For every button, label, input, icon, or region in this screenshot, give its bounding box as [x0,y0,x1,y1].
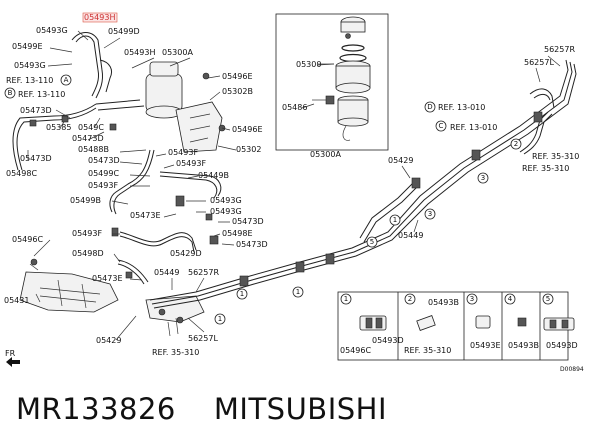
callout-05302: 05302 [236,145,261,154]
callout-05429: 05429 [96,336,121,345]
inset-marker-1: 1 [344,295,348,303]
callout-05473D: 05473D [20,106,52,115]
callout-56257L-b: 56257L [524,58,554,67]
callout-05300A: 05300A [162,48,193,57]
callout-05473D-e: 05473D [232,217,264,226]
inset-marker-5: 5 [546,295,550,303]
callout-05493F: 05493F [168,148,198,157]
callout-05488B: 05488B [78,145,109,154]
drawing-code: D00894 [560,366,584,373]
circled-markers: A B D C 2 3 3 1 5 1 1 1 1 2 3 4 5 [4,74,554,325]
callout-05473D-c: 05473D [20,154,52,163]
inset-marker-4: 4 [508,295,513,303]
filter-hose-cluster [12,32,226,285]
callout-05473E: 05473E [130,211,161,220]
callout-05449: 05449 [154,268,179,277]
callout-56257R: 56257R [188,268,219,277]
callout-05300A-b: 05300A [310,150,341,159]
fr-arrow-icon [6,357,20,367]
lower-connector-assembly [145,295,205,337]
callout-05473D-b: 05473D [72,134,104,143]
callout-05499C: 05499C [88,169,119,178]
callout-05499B: 05499B [70,196,101,205]
inset-marker-2: 2 [408,295,412,303]
callout-05486: 05486 [282,103,307,112]
callout-05493D: 05493D [372,336,404,345]
ref-13-110-a: REF. 13-110 [6,76,53,85]
filter-exploded-view [275,13,389,151]
marker-3-right: 3 [481,174,485,182]
front-direction-indicator: FR [5,349,20,367]
callout-05496E-b: 05496E [232,125,263,134]
callout-05496C: 05496C [12,235,43,244]
callout-05493H: 05493H [124,48,155,57]
ref-13-010-d: REF. 13-010 [438,103,485,112]
marker-B: B [8,89,13,97]
callout-05499E: 05499E [12,42,43,51]
inset-marker-3: 3 [470,295,474,303]
part-number: MR133826 [16,392,176,426]
callout-56257L: 56257L [188,334,218,343]
ref-35-310-c: REF. 35-310 [152,348,199,357]
marker-C: C [439,122,444,130]
marker-D: D [427,103,432,111]
callout-05498C: 05498C [6,169,37,178]
callout-56257R-b: 56257R [544,45,575,54]
callout-05498E: 05498E [222,229,253,238]
ref-35-310-a: REF. 35-310 [532,152,579,161]
main-fuel-lines [149,59,577,309]
callout-05496E: 05496E [222,72,253,81]
fr-label: FR [5,349,16,358]
callout-05473D-d: 05473D [88,156,120,165]
callout-05449B: 05449B [198,171,229,180]
reference-labels: REF. 13-110 REF. 13-110 REF. 13-010 REF.… [6,76,579,357]
callout-05473D-f: 05473D [236,240,268,249]
callout-05493G-c: 05493G [210,196,242,205]
callout-05493F-c: 05493F [88,181,118,190]
callout-05493G: 05493G [36,26,68,35]
marker-1-lower-b: 1 [240,290,244,298]
marker-1-mid: 1 [393,216,397,224]
callout-05302B: 05302B [222,87,253,96]
highlighted-callout-box [82,12,118,23]
bracket-05431 [19,258,119,313]
callout-05449-b: 05449 [398,231,423,240]
part-caption: MR133826 MITSUBISHI [16,392,425,426]
callout-05473E-b: 05473E [92,274,123,283]
callout-05431: 05431 [4,296,29,305]
callout-05496C-c: 05496C [340,346,371,355]
brand-name: MITSUBISHI [213,392,388,426]
callout-05498D: 05498D [72,249,104,258]
marker-2-right: 2 [514,140,518,148]
callout-05300: 05300 [296,60,321,69]
callout-05493F-d: 05493F [72,229,102,238]
ref-13-010-c: REF. 13-010 [450,123,497,132]
filter-bracket [175,101,223,153]
callout-05493F-b: 05493F [176,159,206,168]
callout-05493B-b: 05493B [508,341,539,350]
leader-lines [27,30,561,341]
marker-5-mid: 5 [370,238,374,246]
callout-05493G-d: 05493G [210,207,242,216]
callout-05493E: 05493E [470,341,501,350]
marker-3-mid: 3 [428,210,432,218]
callout-05493G-b: 05493G [14,61,46,70]
marker-1-lower: 1 [296,288,300,296]
ref-35-310-b: REF. 35-310 [522,164,569,173]
callout-05493H-highlighted: 05493H [84,13,115,22]
ref-13-110-b: REF. 13-110 [18,90,65,99]
callout-0549C: 0549C [78,123,104,132]
ref-35-310-d: REF. 35-310 [404,346,451,355]
callout-05493B: 05493B [428,298,459,307]
callout-05493D-b: 05493D [546,341,578,350]
callout-labels: 05493H 05493G 05499D 05499E 05493H 05300… [4,12,578,355]
callout-05385: 05385 [46,123,71,132]
variant-inset-panel [337,291,575,361]
callout-05429D: 05429D [170,249,202,258]
callout-05429-b: 05429 [388,156,413,165]
callout-05499D: 05499D [108,27,140,36]
marker-1-bottom: 1 [218,315,222,323]
marker-A: A [64,76,69,84]
